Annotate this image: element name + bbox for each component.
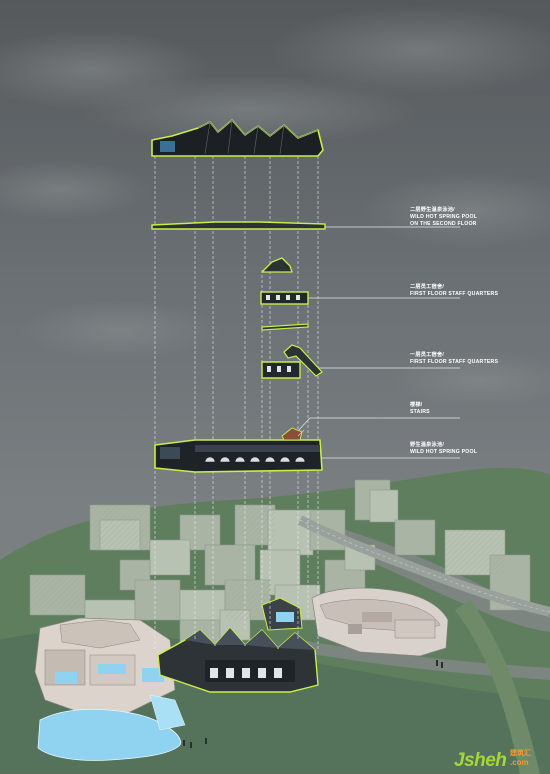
layer-floor-slab bbox=[261, 323, 309, 331]
people-figures bbox=[183, 660, 443, 748]
label-second-floor-staff: 二层员工宿舍/ FIRST FLOOR STAFF QUARTERS bbox=[410, 284, 499, 297]
layer-wild-pool bbox=[154, 427, 323, 473]
site-highlight-building bbox=[157, 597, 319, 693]
left-resort-complex bbox=[34, 617, 176, 717]
watermark-sub-text: 建筑汇 bbox=[510, 750, 531, 757]
label-wild-pool: 野生温泉泳池/ WILD HOT SPRING POOL bbox=[410, 442, 478, 455]
context-buildings bbox=[29, 479, 531, 646]
site-watermark-logo: Jsheh 建筑汇 .com bbox=[454, 748, 544, 771]
layer-first-floor-staff bbox=[261, 344, 323, 379]
clouds bbox=[0, 5, 550, 408]
layer-second-floor-pool bbox=[151, 221, 326, 230]
pool-cascade bbox=[37, 708, 181, 761]
layer-roof bbox=[151, 119, 324, 157]
leader-lines bbox=[296, 226, 460, 459]
right-building-complex bbox=[311, 587, 449, 657]
watermark-main-text: Jsheh bbox=[454, 750, 507, 771]
watermark-domain-text: .com bbox=[510, 758, 529, 767]
layer-second-floor-staff bbox=[260, 291, 309, 305]
layer-upper-stair-roof bbox=[261, 257, 293, 273]
label-second-floor-pool: 二层野生温泉泳池/ WILD HOT SPRING POOL ON THE SE… bbox=[410, 207, 478, 227]
label-first-floor-staff: 一层员工宿舍/ FIRST FLOOR STAFF QUARTERS bbox=[410, 352, 499, 365]
label-stairs: 楼梯/ STAIRS bbox=[410, 402, 430, 415]
